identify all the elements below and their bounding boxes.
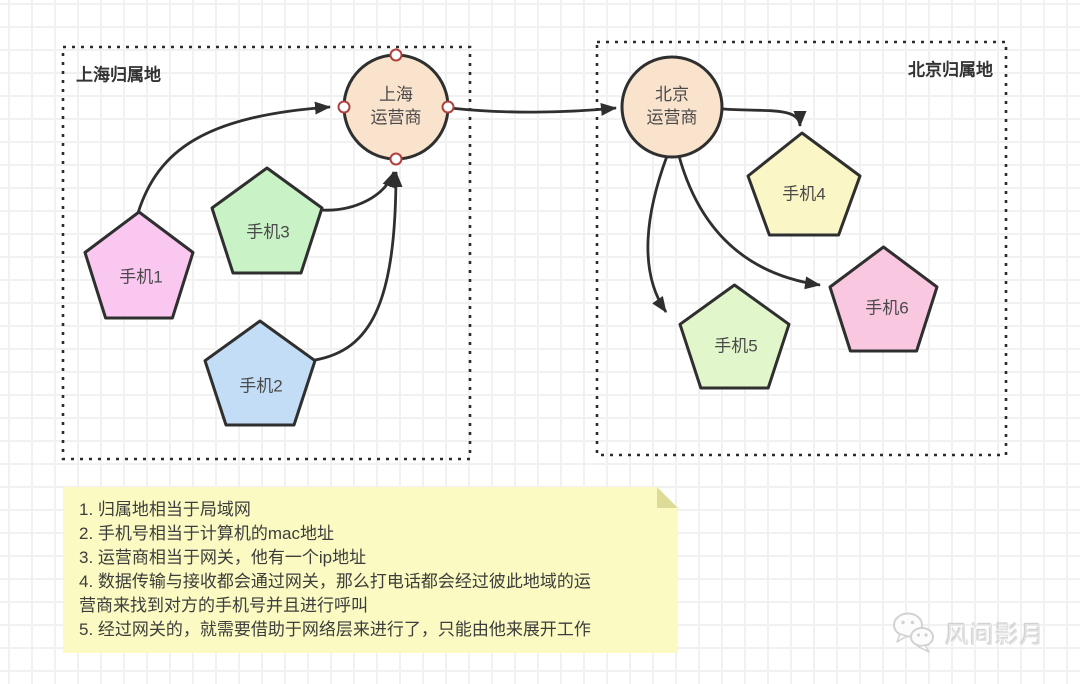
- phone-3-label: 手机3: [246, 222, 290, 242]
- note-line: 2. 手机号相当于计算机的mac地址: [79, 524, 335, 543]
- phone-6-label: 手机6: [865, 298, 909, 318]
- note-line: 1. 归属地相当于局域网: [79, 500, 251, 519]
- beijing-operator-node[interactable]: [620, 55, 724, 159]
- shanghai-operator-label-line1: 上海: [379, 85, 413, 104]
- note-text: 1. 归属地相当于局域网 2. 手机号相当于计算机的mac地址 3. 运营商相当…: [79, 498, 599, 642]
- beijing-operator-label: 北京 运营商: [647, 83, 698, 129]
- phone-5-label: 手机5: [714, 336, 758, 356]
- anchor-top-icon[interactable]: [389, 48, 403, 62]
- anchor-left-icon[interactable]: [337, 100, 351, 114]
- anchor-bottom-icon[interactable]: [389, 152, 403, 166]
- beijing-operator-label-line1: 北京: [655, 85, 689, 104]
- phone-6-shape[interactable]: [828, 245, 939, 353]
- phone-4-label: 手机4: [782, 184, 826, 204]
- phone-5-shape[interactable]: [678, 283, 791, 390]
- arrow-phone2-to-shanghai-operator[interactable]: [314, 171, 403, 362]
- region-beijing-label: 北京归属地: [908, 60, 993, 80]
- arrow-phone3-to-shanghai-operator[interactable]: [319, 171, 396, 212]
- region-shanghai-label: 上海归属地: [76, 65, 161, 85]
- region-beijing-box[interactable]: [595, 40, 1008, 457]
- anchor-right-icon[interactable]: [441, 100, 455, 114]
- region-shanghai-box[interactable]: [61, 45, 472, 461]
- note-line: 4. 数据传输与接收都会通过网关，那么打电话都会经过彼此地域的运营商来找到对方的…: [79, 572, 591, 615]
- arrow-phone1-to-shanghai-operator[interactable]: [136, 101, 331, 214]
- sticky-note[interactable]: 1. 归属地相当于局域网 2. 手机号相当于计算机的mac地址 3. 运营商相当…: [63, 487, 678, 653]
- phone-4-shape[interactable]: [746, 131, 862, 237]
- phone-3-shape[interactable]: [210, 166, 324, 275]
- beijing-operator-label-line2: 运营商: [646, 108, 698, 127]
- arrow-shanghai-to-beijing-operator[interactable]: [449, 102, 617, 116]
- arrow-beijing-operator-to-phone6[interactable]: [677, 155, 821, 290]
- note-line: 5. 经过网关的，就需要借助于网络层来进行了，只能由他来展开工作: [79, 620, 591, 639]
- note-line: 3. 运营商相当于网关，他有一个ip地址: [79, 548, 367, 567]
- phone-2-shape[interactable]: [203, 319, 317, 427]
- phone-1-shape[interactable]: [83, 210, 195, 320]
- arrow-beijing-operator-to-phone4[interactable]: [722, 107, 807, 127]
- shanghai-operator-label-line2: 运营商: [370, 108, 422, 127]
- shanghai-operator-label: 上海 运营商: [371, 83, 422, 129]
- arrow-beijing-operator-to-phone5[interactable]: [646, 155, 669, 313]
- phone-2-label: 手机2: [239, 376, 283, 396]
- phone-1-label: 手机1: [119, 267, 163, 287]
